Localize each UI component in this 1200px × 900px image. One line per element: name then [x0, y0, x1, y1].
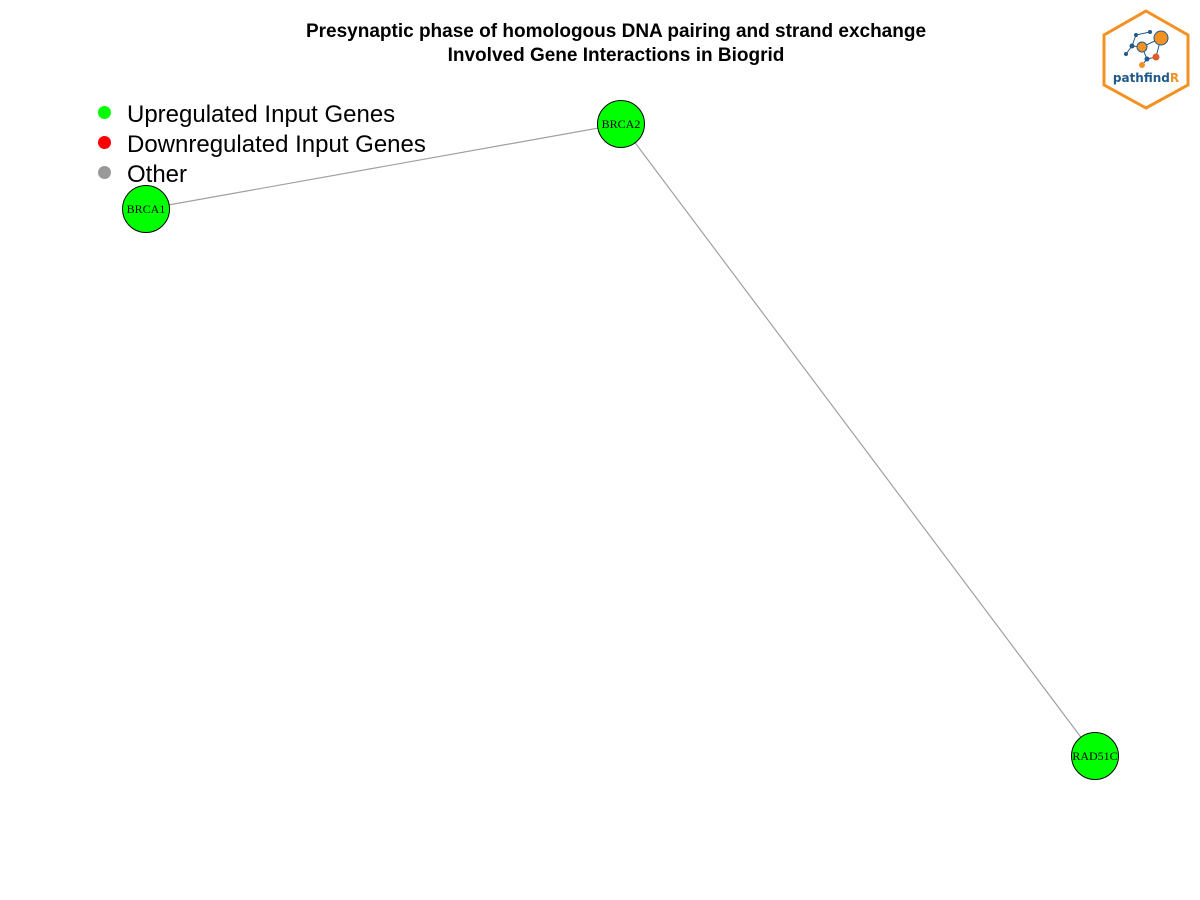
legend-dot-upregulated: [98, 106, 111, 119]
chart-title: Presynaptic phase of homologous DNA pair…: [0, 20, 1200, 68]
edge-brca2-rad51c: [620, 123, 1096, 757]
node-circle-rad51c: [1071, 732, 1119, 780]
node-circle-brca1: [122, 185, 170, 233]
node-circle-brca2: [597, 100, 645, 148]
legend-dot-other: [98, 166, 111, 179]
node-label-brca1: BRCA1: [127, 202, 166, 216]
legend-label-downregulated: Downregulated Input Genes: [127, 131, 426, 158]
legend-label-upregulated: Upregulated Input Genes: [127, 101, 396, 128]
node-label-rad51c: RAD51C: [1072, 749, 1117, 763]
edges-layer: [145, 123, 1096, 757]
legend-dot-downregulated: [98, 136, 111, 149]
node-label-brca2: BRCA2: [602, 117, 641, 131]
pathfindr-logo: [1102, 9, 1190, 110]
title-line-1: Presynaptic phase of homologous DNA pair…: [305, 21, 927, 42]
logo-text: pathfindR: [1112, 71, 1180, 85]
edge-brca1-brca2: [145, 123, 622, 210]
node-brca1: BRCA1: [122, 185, 170, 233]
title-line-2: Involved Gene Interactions in Biogrid: [447, 45, 785, 66]
node-rad51c: RAD51C: [1071, 732, 1119, 780]
legend-label-other: Other: [127, 161, 188, 188]
node-brca2: BRCA2: [597, 100, 645, 148]
